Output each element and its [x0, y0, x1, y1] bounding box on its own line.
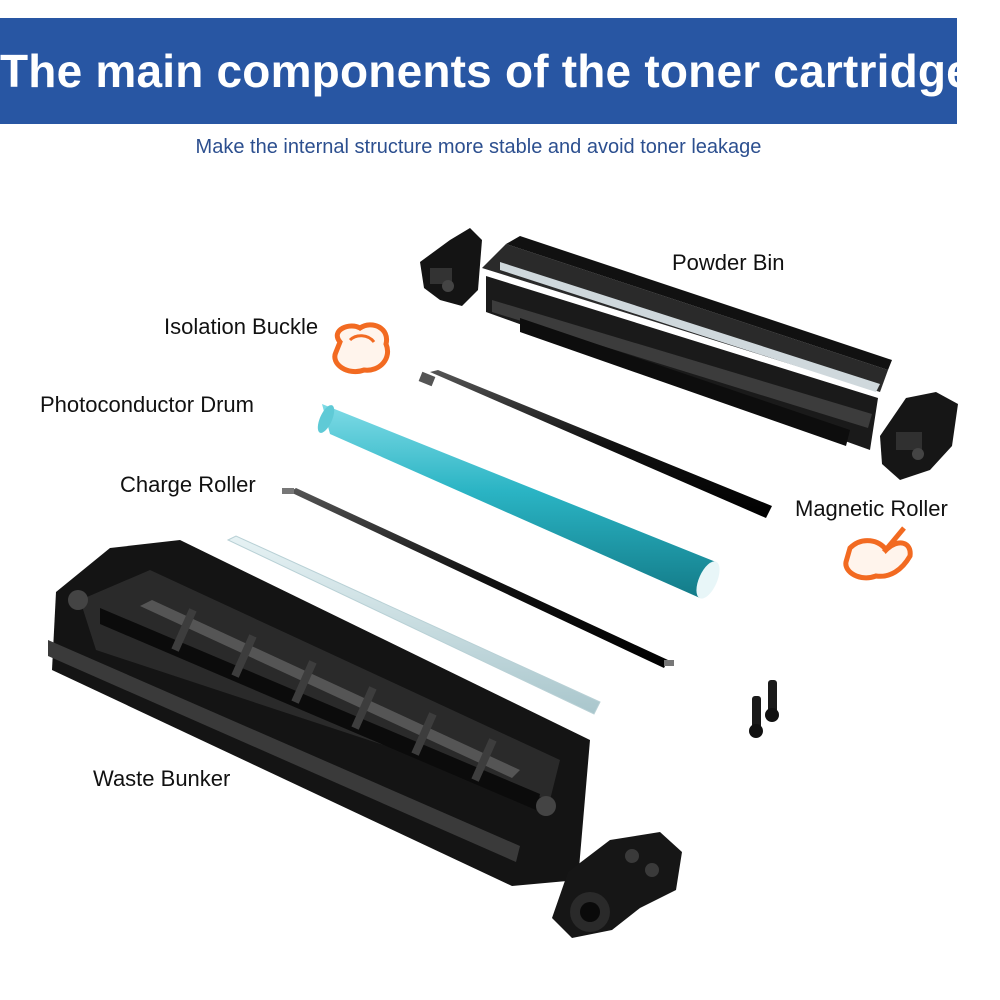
label-waste-bunker: Waste Bunker	[93, 766, 231, 791]
gear-housing-part	[552, 832, 682, 938]
waste-bunker-part	[48, 540, 590, 886]
photoconductor-drum-part	[317, 404, 720, 599]
charge-roller-part	[282, 488, 674, 668]
label-isolation-buckle: Isolation Buckle	[164, 314, 319, 339]
label-magnetic-roller: Magnetic Roller	[795, 496, 948, 521]
powder-bin-end-cap-right	[880, 392, 958, 480]
mounting-pins	[749, 680, 779, 738]
isolation-buckle-part	[332, 322, 390, 374]
label-photoconductor-drum: Photoconductor Drum	[40, 392, 254, 417]
powder-bin-end-cap-left	[420, 228, 482, 306]
magnetic-roller-clip	[843, 526, 913, 581]
powder-bin-part	[482, 236, 892, 450]
label-charge-roller: Charge Roller	[120, 472, 256, 497]
label-powder-bin: Powder Bin	[672, 250, 785, 275]
magnetic-roller-part	[418, 370, 772, 518]
page-subtitle: Make the internal structure more stable …	[195, 136, 762, 158]
cleaning-blade-part	[226, 535, 601, 715]
page-title: The main components of the toner cartrid…	[0, 45, 972, 97]
title-banner: The main components of the toner cartrid…	[0, 18, 972, 124]
